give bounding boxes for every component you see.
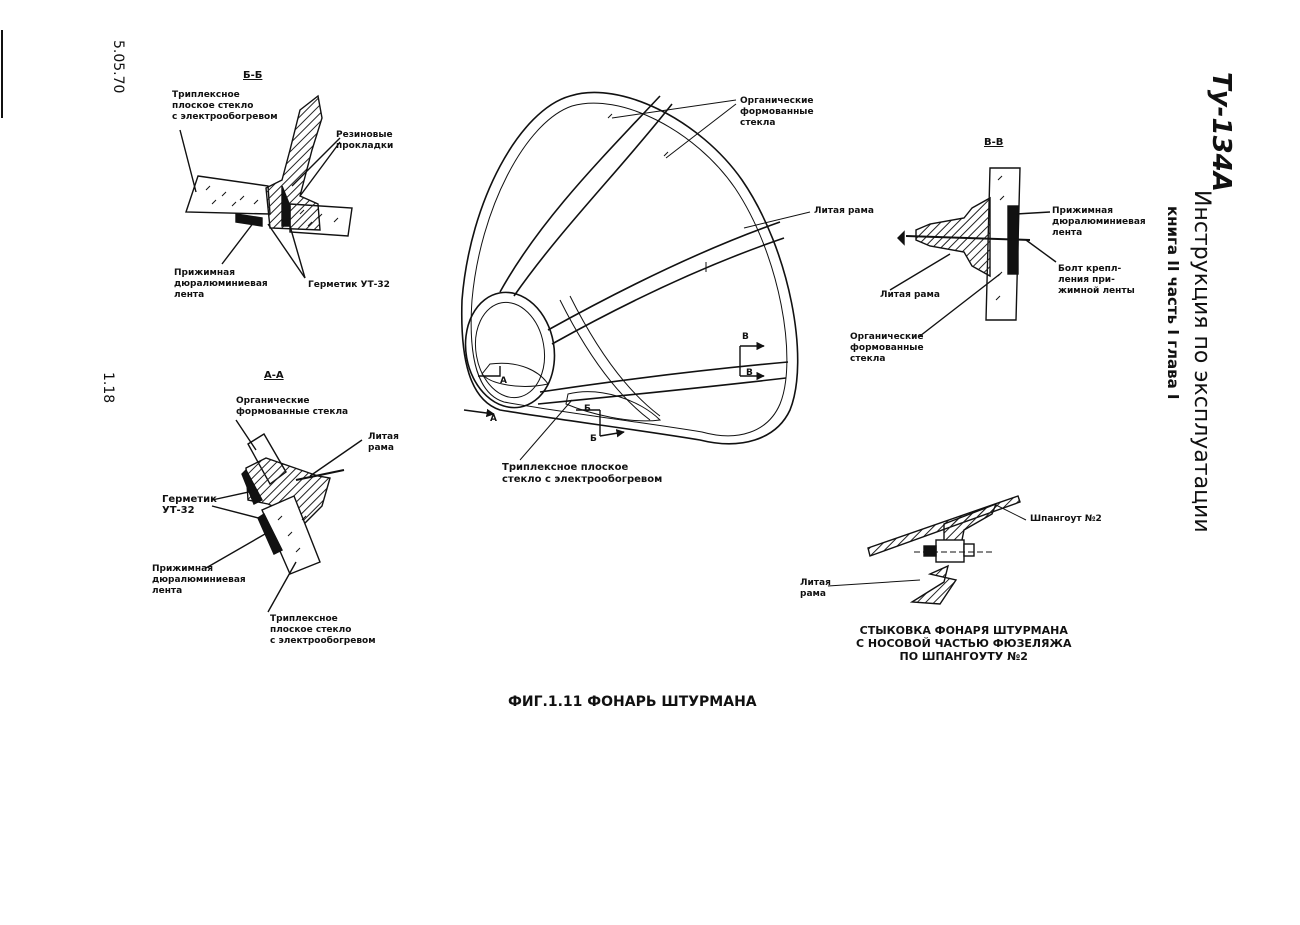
bb-clamp-tape-label: Прижимная дюралюминиевая лента: [174, 268, 268, 300]
figure-caption: ФИГ.1.11 ФОНАРЬ ШТУРМАНА: [508, 694, 757, 710]
aa-organic-glass-label: Органические формованные стекла: [236, 396, 349, 417]
aa-cast-frame-label: Литая рама: [368, 432, 399, 453]
joint-frame2-drawing: [827, 495, 1027, 605]
cut-b-marker-upper: Б: [584, 404, 591, 414]
cut-a-marker-lower: А: [490, 414, 497, 424]
section-aa-heading: А-А: [264, 370, 284, 381]
bb-rubber-gaskets-label: Резиновые прокладки: [336, 130, 394, 151]
vv-cast-frame-label: Литая рама: [880, 290, 940, 300]
cut-v-marker-upper: В: [742, 332, 749, 342]
section-aa-drawing: [205, 419, 363, 613]
joint-caption: СТЫКОВКА ФОНАРЯ ШТУРМАНА С НОСОВОЙ ЧАСТЬ…: [856, 624, 1072, 663]
joint-cast-frame-label: Литая рама: [800, 578, 831, 599]
aa-sealant-label: Герметик УТ-32: [162, 494, 217, 516]
bb-sealant-label: Герметик УТ-32: [308, 280, 390, 290]
vv-clamp-tape-label: Прижимная дюралюминиевая лента: [1052, 206, 1146, 238]
aa-clamp-tape-label: Прижимная дюралюминиевая лента: [152, 564, 246, 596]
main-triplex-glass-label: Триплексное плоское стекло с электрообог…: [502, 462, 663, 485]
section-vv-drawing: [889, 167, 1057, 337]
manual-title: Инструкция по эксплуатации: [1189, 190, 1214, 533]
bb-triplex-glass-label: Триплексное плоское стекло с электрообог…: [172, 90, 278, 122]
margin-date: 5.05.70: [110, 40, 126, 94]
vv-organic-glass-label: Органические формованные стекла: [850, 332, 924, 364]
main-cast-frame-label: Литая рама: [814, 206, 874, 216]
joint-frame2-label: Шпангоут №2: [1030, 514, 1102, 524]
margin-page-number: 1.18: [100, 372, 116, 404]
section-vv-heading: В-В: [984, 137, 1004, 148]
main-organic-glass-label: Органические формованные стекла: [740, 96, 814, 128]
cut-v-marker-lower: В: [746, 368, 753, 378]
manual-subtitle: книга II часть I глава I: [1164, 206, 1182, 400]
section-bb-heading: Б-Б: [243, 70, 263, 81]
cut-a-marker-upper: А: [500, 376, 507, 386]
aircraft-logo: Ту-134А: [1206, 72, 1236, 192]
aa-triplex-glass-label: Триплексное плоское стекло с электрообог…: [270, 614, 376, 646]
cut-b-marker-lower: Б: [590, 434, 597, 444]
canopy-main-view: [460, 91, 811, 461]
section-bb-drawing: [179, 94, 353, 279]
vv-bolt-label: Болт крепл- ления при- жимной ленты: [1058, 264, 1135, 296]
